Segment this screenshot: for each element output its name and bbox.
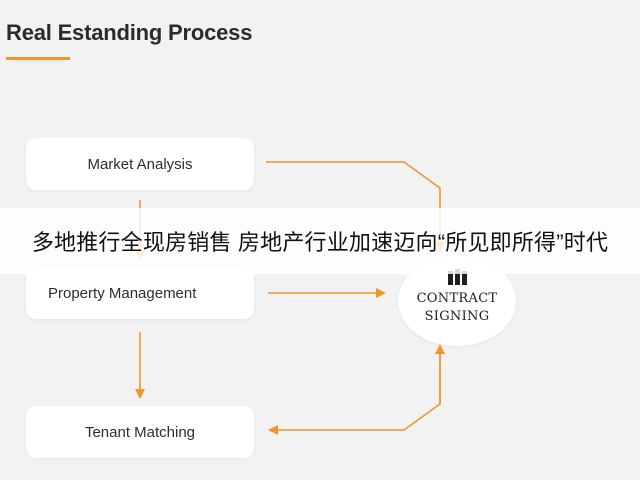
- node-market-analysis: Market Analysis: [26, 138, 254, 190]
- node-contract-signing-label: CONTRACT SIGNING: [398, 290, 516, 326]
- node-property-management: Property Management: [26, 267, 254, 319]
- arrow-contract-to-tenant: [268, 348, 441, 435]
- node-property-management-label: Property Management: [48, 284, 197, 302]
- contract-line-2: SIGNING: [424, 309, 490, 324]
- title-underline: [6, 57, 70, 60]
- building-columns-icon: [448, 269, 467, 285]
- page-title: Real Estanding Process: [6, 20, 253, 45]
- news-banner: 多地推行全现房销售 房地产行业加速迈向“所见即所得”时代: [0, 208, 640, 274]
- node-tenant-matching: Tenant Matching: [26, 406, 254, 458]
- contract-line-1: CONTRACT: [416, 291, 498, 306]
- news-banner-text: 多地推行全现房销售 房地产行业加速迈向“所见即所得”时代: [31, 230, 609, 255]
- node-tenant-matching-label: Tenant Matching: [84, 423, 196, 441]
- node-market-analysis-label: Market Analysis: [87, 155, 193, 173]
